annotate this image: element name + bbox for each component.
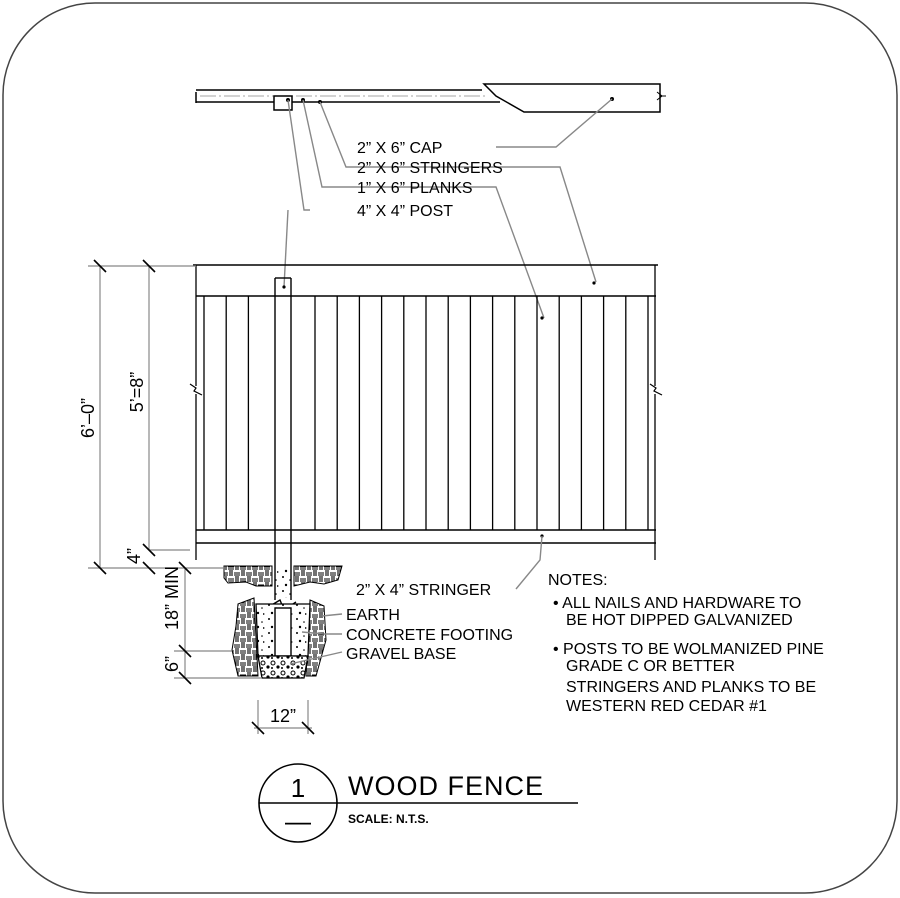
dimension-ticks <box>93 259 315 735</box>
dimension-lines <box>88 265 312 734</box>
stringers-callout: 2” X 6” STRINGERS <box>357 160 503 177</box>
plan-view <box>195 83 666 113</box>
note-2-line-1: • POSTS TO BE WOLMANIZED PINE <box>553 641 824 658</box>
concrete-footing-callout: CONCRETE FOOTING <box>346 627 513 644</box>
sheet-reference: — <box>285 806 311 836</box>
gap-dimension: 4” <box>124 548 144 564</box>
callout-leaders <box>283 98 613 319</box>
detail-number: 1 <box>291 773 305 803</box>
earth-callout: EARTH <box>346 607 400 624</box>
cap-callout: 2” X 6” CAP <box>357 140 442 157</box>
drawing-title: WOOD FENCE <box>348 771 544 801</box>
notes-heading: NOTES: <box>548 572 608 589</box>
gravel-depth-dimension: 6” <box>162 656 182 672</box>
plank-height-dimension: 5’=8” <box>127 372 147 413</box>
notes-block: NOTES: • ALL NAILS AND HARDWARE TO BE HO… <box>548 572 824 715</box>
note-2-line-4: WESTERN RED CEDAR #1 <box>566 698 767 715</box>
note-1-line-1: • ALL NAILS AND HARDWARE TO <box>553 595 801 612</box>
fence-planks <box>203 296 649 530</box>
planks-callout: 1” X 6” PLANKS <box>357 180 473 197</box>
footing-width-dimension: 12” <box>270 706 296 726</box>
overall-height-dimension: 6’–0” <box>78 398 98 438</box>
embed-depth-dimension: 18” MIN <box>162 566 182 630</box>
note-2-line-3: STRINGERS AND PLANKS TO BE <box>566 679 816 696</box>
gravel-base-callout: GRAVEL BASE <box>346 646 456 663</box>
drawing-scale: SCALE: N.T.S. <box>348 812 429 826</box>
title-block: 1 — WOOD FENCE SCALE: N.T.S. <box>258 763 578 843</box>
footing-section <box>223 565 343 679</box>
note-2-line-2: GRADE C OR BETTER <box>566 658 735 675</box>
footing-leaders <box>289 535 543 665</box>
note-1-line-2: BE HOT DIPPED GALVANIZED <box>566 612 793 629</box>
bottom-stringer-callout: 2” X 4” STRINGER <box>356 582 491 599</box>
post-callout: 4” X 4” POST <box>357 203 453 220</box>
